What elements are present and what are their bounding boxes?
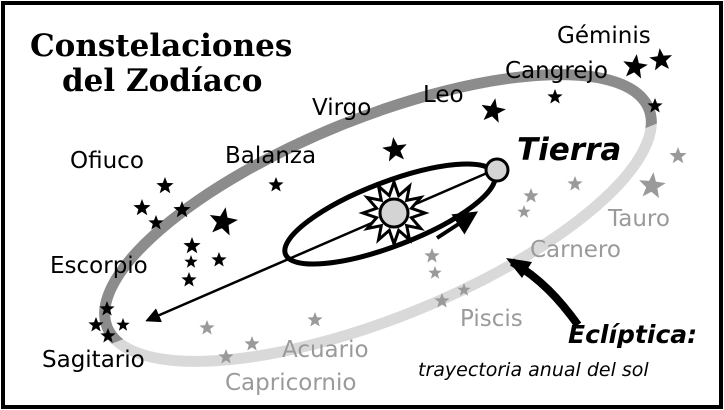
title-line2: del Zodíaco — [62, 63, 262, 99]
star-icon-tauro — [669, 147, 687, 164]
star-icon-leo — [481, 98, 506, 123]
constellation-stars — [88, 48, 687, 364]
label-escorpio: Escorpio — [50, 253, 148, 279]
star-icon-capricornio — [218, 349, 234, 364]
earth-icon — [484, 157, 510, 183]
star-icon-geminis — [623, 54, 648, 79]
ecliptic-label: Eclíptica: — [568, 320, 697, 349]
label-virgo: Virgo — [312, 95, 371, 121]
star-icon-escorpio — [209, 207, 238, 236]
star-icon-tauro — [567, 176, 583, 191]
label-balanza: Balanza — [225, 143, 316, 169]
earth-label: Tierra — [517, 132, 621, 168]
star-icon-geminis — [649, 48, 672, 71]
star-icon-cangrejo — [647, 98, 663, 113]
star-icon-acuario — [244, 336, 260, 351]
label-geminis: Géminis — [557, 23, 651, 49]
ecliptic-pointer-head — [506, 258, 532, 278]
star-icon-escorpio — [184, 255, 198, 268]
star-icon-piscis — [424, 248, 440, 263]
label-sagitario: Sagitario — [42, 347, 145, 373]
sun-icon — [358, 177, 430, 249]
label-tauro: Tauro — [607, 206, 670, 232]
star-icon-sagitario — [100, 328, 116, 343]
star-icon-ofiuco — [173, 201, 191, 218]
sightline-arrow — [145, 168, 495, 323]
label-acuario: Acuario — [282, 337, 369, 363]
star-icon-escorpio — [181, 272, 197, 287]
star-icon-ofiuco — [133, 199, 151, 216]
label-leo: Leo — [423, 82, 464, 108]
label-ofiuco: Ofiuco — [70, 148, 144, 174]
star-icon-acuario — [307, 312, 323, 327]
star-icon-virgo — [382, 137, 407, 162]
star-icon-ofiuco — [148, 215, 164, 230]
star-icon-escorpio — [211, 252, 227, 267]
title-line1: Constelaciones — [30, 28, 292, 64]
ecliptic-caption: trayectoria anual del sol — [418, 359, 649, 381]
star-icon-escorpio — [183, 237, 201, 254]
label-capricornio: Capricornio — [225, 370, 356, 396]
ecliptic-ring — [99, 69, 657, 367]
star-icon-sagitario — [99, 301, 115, 316]
star-icon-carnero — [523, 188, 539, 203]
label-piscis: Piscis — [460, 306, 523, 332]
star-icon-balanza — [268, 177, 284, 192]
label-cangrejo: Cangrejo — [505, 58, 608, 84]
star-icon-piscis — [428, 266, 442, 279]
star-icon-ofiuco — [156, 177, 174, 194]
star-icon-piscis — [434, 293, 450, 308]
label-carnero: Carnero — [530, 237, 621, 263]
star-icon-capricornio — [199, 320, 215, 335]
orbit-direction-arrow — [435, 211, 479, 240]
star-icon-tauro — [639, 172, 666, 199]
star-icon-sagitario — [88, 317, 104, 332]
star-icon-cangrejo — [547, 89, 563, 104]
star-icon-sagitario — [116, 318, 130, 331]
star-icon-carnero — [517, 205, 531, 218]
star-icon-piscis — [457, 283, 471, 296]
